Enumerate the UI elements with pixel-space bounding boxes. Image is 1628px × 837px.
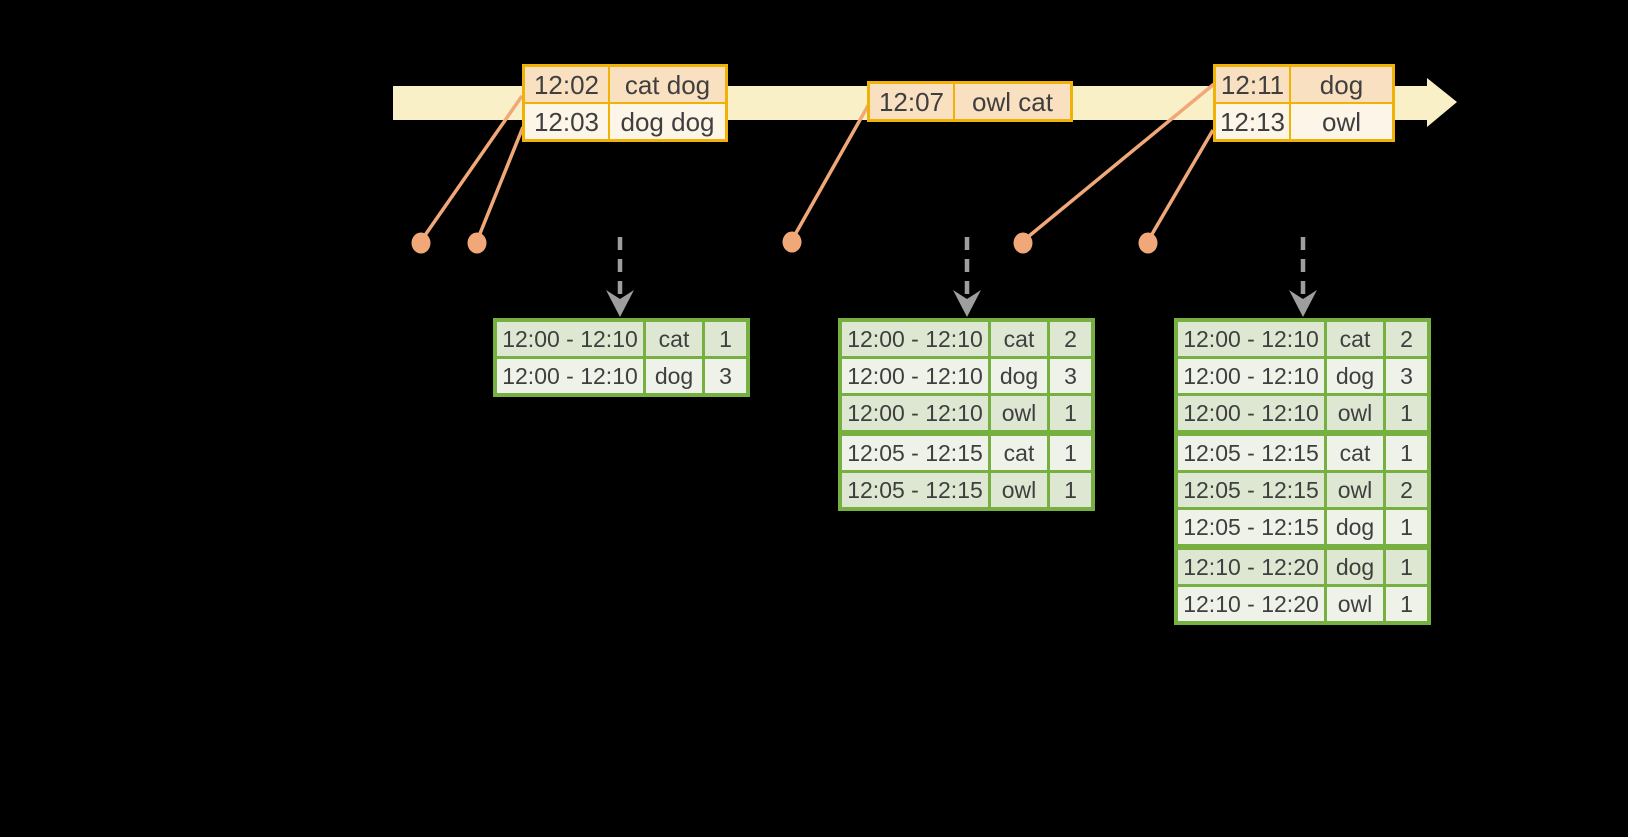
window-cell: 12:10 - 12:20 <box>1178 587 1324 621</box>
event-dot-1207 <box>782 231 802 253</box>
window-cell: 12:05 - 12:15 <box>1178 473 1324 507</box>
result-table-1: 12:00 - 12:10 cat 1 12:00 - 12:10 dog 3 <box>493 318 750 397</box>
event-row: 12:11 dog <box>1216 67 1392 102</box>
down-arrow-icon-2 <box>953 290 981 317</box>
result-row: 12:00 - 12:10 dog 3 <box>842 359 1091 393</box>
word-cell: owl <box>1327 587 1383 621</box>
count-cell: 2 <box>1386 473 1427 507</box>
event-row: 12:03 dog dog <box>525 104 725 139</box>
word-cell: owl <box>1327 473 1383 507</box>
event-line-1211 <box>1021 82 1216 243</box>
word-cell: cat <box>991 322 1047 356</box>
count-cell: 1 <box>1050 436 1091 470</box>
result-row: 12:00 - 12:10 owl 1 <box>842 396 1091 430</box>
word-cell: dog <box>646 359 702 393</box>
result-row: 12:10 - 12:20 dog 1 <box>1178 550 1427 584</box>
count-cell: 1 <box>1386 587 1427 621</box>
result-row: 12:05 - 12:15 dog 1 <box>1178 510 1427 544</box>
event-words-cell: owl <box>1291 104 1392 139</box>
word-cell: dog <box>991 359 1047 393</box>
event-line-1213 <box>1146 129 1215 242</box>
count-cell: 3 <box>1386 359 1427 393</box>
timeline-arrowhead-icon <box>1427 78 1457 127</box>
word-cell: cat <box>646 322 702 356</box>
event-dot-1213 <box>1138 232 1158 254</box>
event-time-cell: 12:03 <box>525 104 608 139</box>
count-cell: 1 <box>1386 550 1427 584</box>
count-cell: 1 <box>1386 436 1427 470</box>
word-cell: dog <box>1327 510 1383 544</box>
count-cell: 2 <box>1386 322 1427 356</box>
result-row: 12:05 - 12:15 owl 1 <box>842 473 1091 507</box>
count-cell: 3 <box>705 359 746 393</box>
result-row: 12:05 - 12:15 owl 2 <box>1178 473 1427 507</box>
result-row: 12:00 - 12:10 dog 3 <box>497 359 746 393</box>
event-time-cell: 12:07 <box>870 84 953 119</box>
event-time-cell: 12:13 <box>1216 104 1289 139</box>
word-cell: owl <box>991 396 1047 430</box>
word-cell: owl <box>1327 396 1383 430</box>
down-arrow-icon-1 <box>606 290 634 317</box>
event-table-3: 12:11 dog 12:13 owl <box>1213 64 1395 142</box>
event-dots <box>411 231 1158 254</box>
window-cell: 12:00 - 12:10 <box>497 359 643 393</box>
count-cell: 1 <box>1386 396 1427 430</box>
event-row: 12:07 owl cat <box>870 84 1070 119</box>
window-cell: 12:05 - 12:15 <box>1178 436 1324 470</box>
count-cell: 3 <box>1050 359 1091 393</box>
event-dot-1203 <box>467 232 487 254</box>
down-arrow-icon-3 <box>1289 290 1317 317</box>
event-table-2: 12:07 owl cat <box>867 81 1073 122</box>
window-cell: 12:05 - 12:15 <box>1178 510 1324 544</box>
event-line-1207 <box>790 103 871 241</box>
count-cell: 1 <box>1050 473 1091 507</box>
event-row: 12:02 cat dog <box>525 67 725 102</box>
word-cell: dog <box>1327 550 1383 584</box>
window-cell: 12:00 - 12:10 <box>842 359 988 393</box>
event-words-cell: owl cat <box>955 84 1070 119</box>
window-cell: 12:00 - 12:10 <box>1178 359 1324 393</box>
event-line-1202 <box>419 94 524 243</box>
window-cell: 12:00 - 12:10 <box>1178 322 1324 356</box>
word-cell: cat <box>1327 322 1383 356</box>
window-cell: 12:10 - 12:20 <box>1178 550 1324 584</box>
event-line-1203 <box>475 126 525 242</box>
event-connector-lines <box>419 82 1216 243</box>
result-row: 12:00 - 12:10 cat 1 <box>497 322 746 356</box>
count-cell: 2 <box>1050 322 1091 356</box>
result-row: 12:00 - 12:10 dog 3 <box>1178 359 1427 393</box>
event-dot-1202 <box>411 232 431 254</box>
result-row: 12:10 - 12:20 owl 1 <box>1178 587 1427 621</box>
event-words-cell: dog dog <box>610 104 725 139</box>
word-cell: dog <box>1327 359 1383 393</box>
word-cell: cat <box>1327 436 1383 470</box>
result-row: 12:05 - 12:15 cat 1 <box>1178 436 1427 470</box>
event-dot-1211 <box>1013 232 1033 254</box>
event-words-cell: dog <box>1291 67 1392 102</box>
word-cell: owl <box>991 473 1047 507</box>
event-time-cell: 12:02 <box>525 67 608 102</box>
result-table-2: 12:00 - 12:10 cat 2 12:00 - 12:10 dog 3 … <box>838 318 1095 511</box>
trigger-arrowheads <box>606 290 1317 317</box>
count-cell: 1 <box>1386 510 1427 544</box>
count-cell: 1 <box>705 322 746 356</box>
window-cell: 12:00 - 12:10 <box>497 322 643 356</box>
result-table-3: 12:00 - 12:10 cat 2 12:00 - 12:10 dog 3 … <box>1174 318 1431 625</box>
window-cell: 12:00 - 12:10 <box>842 396 988 430</box>
count-cell: 1 <box>1050 396 1091 430</box>
trigger-dashed-lines <box>617 237 1306 294</box>
window-cell: 12:05 - 12:15 <box>842 436 988 470</box>
word-cell: cat <box>991 436 1047 470</box>
window-cell: 12:00 - 12:10 <box>1178 396 1324 430</box>
event-row: 12:13 owl <box>1216 104 1392 139</box>
window-cell: 12:05 - 12:15 <box>842 473 988 507</box>
event-time-cell: 12:11 <box>1216 67 1289 102</box>
result-row: 12:05 - 12:15 cat 1 <box>842 436 1091 470</box>
event-table-1: 12:02 cat dog 12:03 dog dog <box>522 64 728 142</box>
window-cell: 12:00 - 12:10 <box>842 322 988 356</box>
result-row: 12:00 - 12:10 cat 2 <box>842 322 1091 356</box>
result-row: 12:00 - 12:10 cat 2 <box>1178 322 1427 356</box>
event-words-cell: cat dog <box>610 67 725 102</box>
result-row: 12:00 - 12:10 owl 1 <box>1178 396 1427 430</box>
